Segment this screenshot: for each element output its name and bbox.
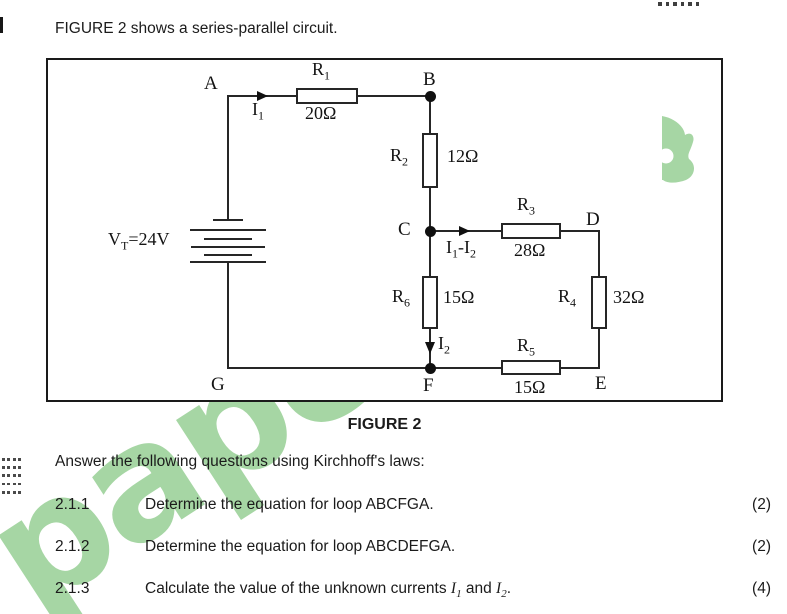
- node-d-label: D: [586, 209, 600, 230]
- watermark-blob: [658, 116, 695, 183]
- node-b-label: B: [423, 69, 436, 90]
- source-base: V: [108, 229, 121, 249]
- question-row-3: 2.1.3 Calculate the value of the unknown…: [0, 580, 787, 600]
- question-number: 2.1.1: [55, 496, 90, 513]
- resistor-r6-value: 15Ω: [443, 287, 475, 307]
- wire-left-upper: [227, 95, 229, 220]
- question-text: Determine the equation for loop ABCFGA.: [145, 496, 434, 513]
- question-row-1: 2.1.1 Determine the equation for loop AB…: [0, 496, 787, 516]
- current-i1-label: I1: [252, 99, 264, 123]
- question-row-2: 2.1.2 Determine the equation for loop AB…: [0, 538, 787, 558]
- source-value: =24V: [128, 229, 170, 249]
- battery-plate-3: [204, 238, 252, 240]
- figure-caption: FIGURE 2: [347, 416, 422, 433]
- resistor-r6-body: [422, 276, 438, 329]
- question-text: Calculate the value of the unknown curre…: [145, 580, 512, 601]
- resistor-r3-label: R3: [517, 194, 536, 218]
- current-i2-arrow: [425, 342, 435, 354]
- resistor-r2-body: [422, 133, 438, 188]
- question-marks: (2): [752, 538, 771, 555]
- node-c-dot: [424, 225, 436, 237]
- resistor-r5-value: 15Ω: [514, 377, 546, 397]
- resistor-r5-label: R5: [517, 335, 536, 359]
- question-number: 2.1.2: [55, 538, 90, 555]
- resistor-r3-body: [501, 223, 561, 239]
- source-sub: T: [121, 238, 129, 253]
- resistor-r1-value: 20Ω: [305, 103, 337, 123]
- node-g-label: G: [211, 374, 225, 395]
- resistor-r1-label: R1: [312, 59, 331, 83]
- battery-plate-4: [191, 246, 265, 248]
- resistor-r2-value: 12Ω: [447, 146, 479, 166]
- node-c-label: C: [398, 219, 411, 240]
- current-branch-label: I1-I2: [446, 237, 476, 261]
- resistor-r3-value: 28Ω: [514, 240, 546, 260]
- question-text: Determine the equation for loop ABCDEFGA…: [145, 538, 456, 555]
- node-b-dot: [424, 90, 436, 102]
- resistor-r4-body: [591, 276, 607, 329]
- dot-grid-artifact: [2, 458, 21, 494]
- battery-plate-6: [190, 261, 266, 263]
- wire-left-lower: [227, 263, 229, 368]
- battery-plate-5: [204, 254, 252, 256]
- circuit-figure-frame: [46, 58, 723, 402]
- intro-text: FIGURE 2 shows a series-parallel circuit…: [55, 20, 338, 37]
- battery-plate-1: [213, 219, 243, 221]
- current-i2-label: I2: [438, 333, 450, 357]
- wire-bottom-GFE: [227, 367, 600, 369]
- source-voltage-label: VT=24V: [108, 229, 170, 254]
- node-f-label: F: [423, 375, 434, 396]
- questions-lead: Answer the following questions using Kir…: [55, 453, 425, 470]
- resistor-r1-body: [296, 88, 358, 104]
- node-e-label: E: [595, 373, 607, 394]
- node-a-label: A: [204, 73, 218, 94]
- dotted-line-artifact: [658, 2, 699, 6]
- question-number: 2.1.3: [55, 580, 90, 597]
- resistor-r4-value: 32Ω: [613, 287, 645, 307]
- current-i1-arrow: [257, 91, 268, 101]
- current-branch-arrow: [459, 226, 470, 236]
- resistor-r4-label: R4: [558, 286, 577, 310]
- resistor-r5-body: [501, 360, 561, 375]
- resistor-r2-label: R2: [390, 145, 409, 169]
- node-f-dot: [424, 362, 436, 374]
- question-marks: (2): [752, 496, 771, 513]
- resistor-r6-label: R6: [392, 286, 411, 310]
- battery-plate-2: [190, 229, 266, 231]
- page-edge-mark: [0, 17, 3, 33]
- question-marks: (4): [752, 580, 771, 597]
